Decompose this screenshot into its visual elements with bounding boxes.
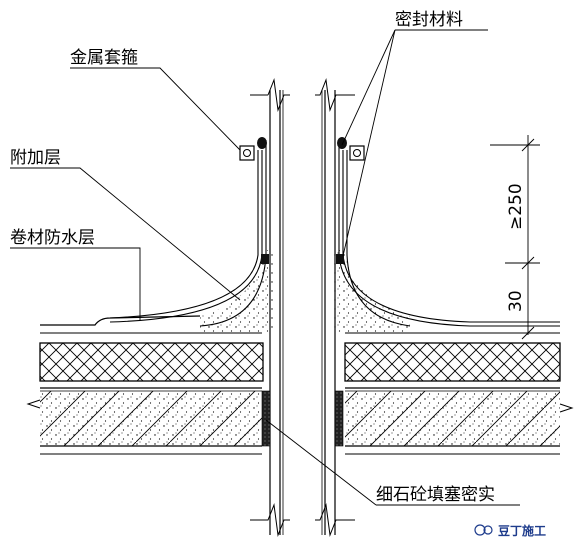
watermark-text: 豆丁施工 [498,523,546,538]
dimension-lines [490,135,540,340]
label-metal-clamp: 金属套箍 [70,48,138,68]
label-fine-concrete-fill: 细石砼填塞密实 [376,485,495,505]
left-slab [26,315,264,455]
right-membrane-turnup [338,140,560,327]
label-membrane-waterproof-layer: 卷材防水层 [10,228,95,248]
right-metal-clamp [336,137,365,264]
watermark-logo-icon [474,524,486,536]
right-slab [344,332,574,455]
pipe [250,78,355,537]
dimension-lower-text: 30 [506,290,526,312]
left-metal-clamp [239,137,269,264]
label-sealing-material: 密封材料 [395,10,463,30]
right-concrete-fillet [333,250,410,333]
leader-lines [10,29,520,506]
watermark: 豆丁施工 [474,523,546,538]
left-concrete-fillet [200,250,274,333]
label-additional-layer: 附加层 [10,148,61,168]
dimension-upper-text: ≥250 [506,183,526,230]
